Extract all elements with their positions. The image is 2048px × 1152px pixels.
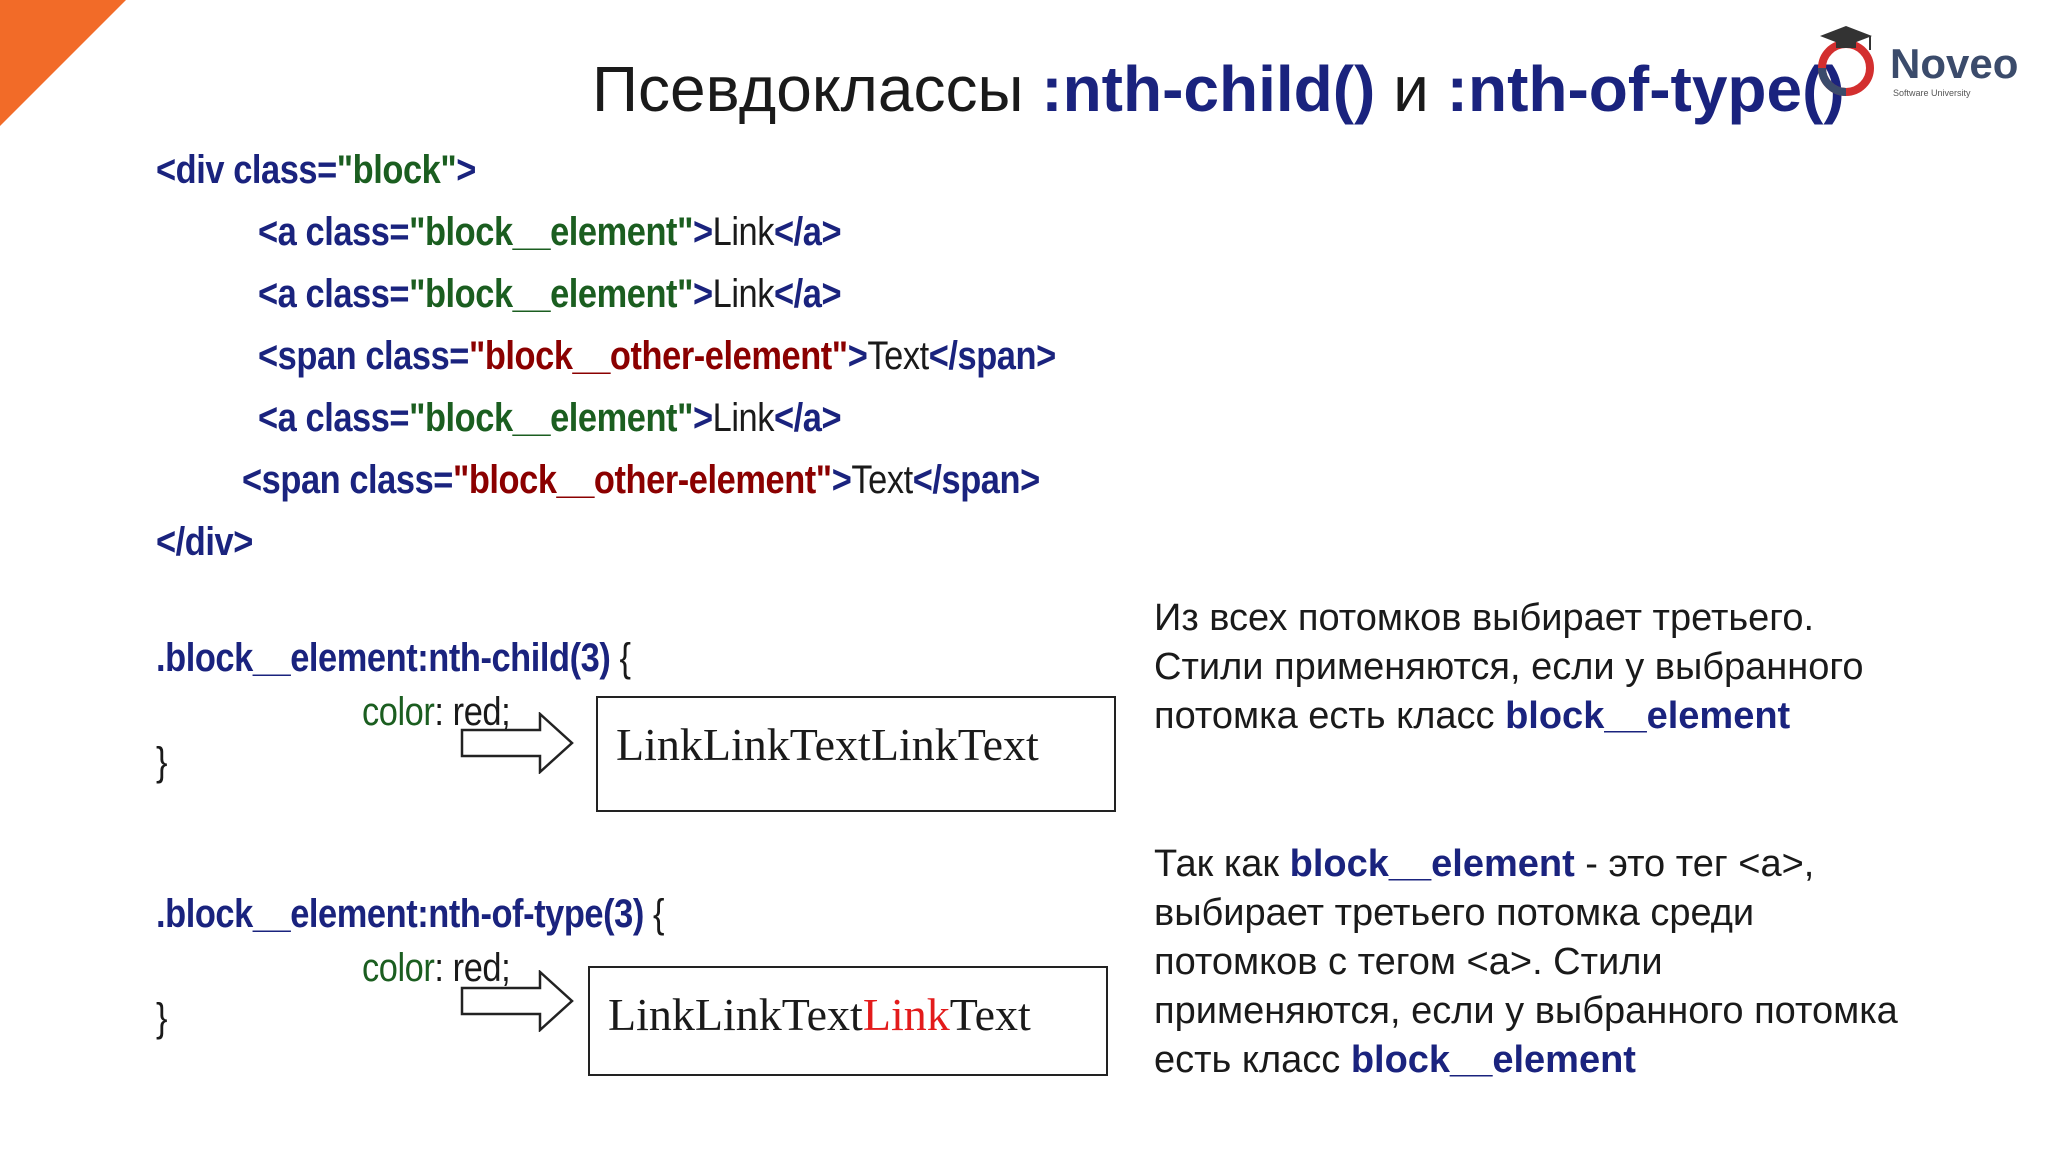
result-box-nth-of-type: LinkLinkTextLinkText — [588, 966, 1108, 1076]
code-line-5: <a class="block__element">Link</a> — [258, 396, 842, 440]
code-line-1: <div class="block"> — [156, 148, 476, 192]
code-line-4: <span class="block__other-element">Text<… — [258, 334, 1056, 378]
logo-mark-icon — [1818, 26, 1874, 96]
slide-title: Псевдоклассы :nth-child() и :nth-of-type… — [592, 52, 1845, 126]
code-line-3: <a class="block__element">Link</a> — [258, 272, 842, 316]
rule1-selector-line: .block__element:nth-child(3) { — [156, 636, 631, 680]
result1-text: LinkLinkTextLinkText — [616, 719, 1039, 770]
logo-wordmark: Noveo — [1890, 40, 2019, 87]
code-line-2: <a class="block__element">Link</a> — [258, 210, 842, 254]
title-nth-of-type: :nth-of-type() — [1446, 53, 1845, 125]
code-line-7: </div> — [156, 520, 253, 564]
corner-accent — [0, 0, 126, 126]
rule2-selector-line: .block__element:nth-of-type(3) { — [156, 892, 665, 936]
rule2-declaration: color: red; — [362, 946, 511, 990]
rule1-declaration: color: red; — [362, 690, 511, 734]
rule1-close-brace: } — [156, 740, 168, 784]
explanation-nth-child: Из всех потомков выбирает третьего. Стил… — [1154, 597, 1864, 737]
title-text: Псевдоклассы — [592, 53, 1042, 125]
result2-text: LinkLinkTextLinkText — [608, 989, 1031, 1040]
title-and: и — [1375, 53, 1447, 125]
explanation-nth-of-type: Так как block__element - это тег <a>, вы… — [1154, 843, 1898, 1081]
arrow-right-icon — [460, 970, 574, 1032]
noveo-logo: Noveo Software University — [1808, 18, 2028, 104]
result-box-nth-child: LinkLinkTextLinkText — [596, 696, 1116, 812]
rule2-close-brace: } — [156, 996, 168, 1040]
code-line-6: <span class="block__other-element">Text<… — [242, 458, 1040, 502]
title-nth-child: :nth-child() — [1041, 53, 1376, 125]
logo-subtitle: Software University — [1893, 88, 1971, 98]
arrow-right-icon — [460, 712, 574, 774]
